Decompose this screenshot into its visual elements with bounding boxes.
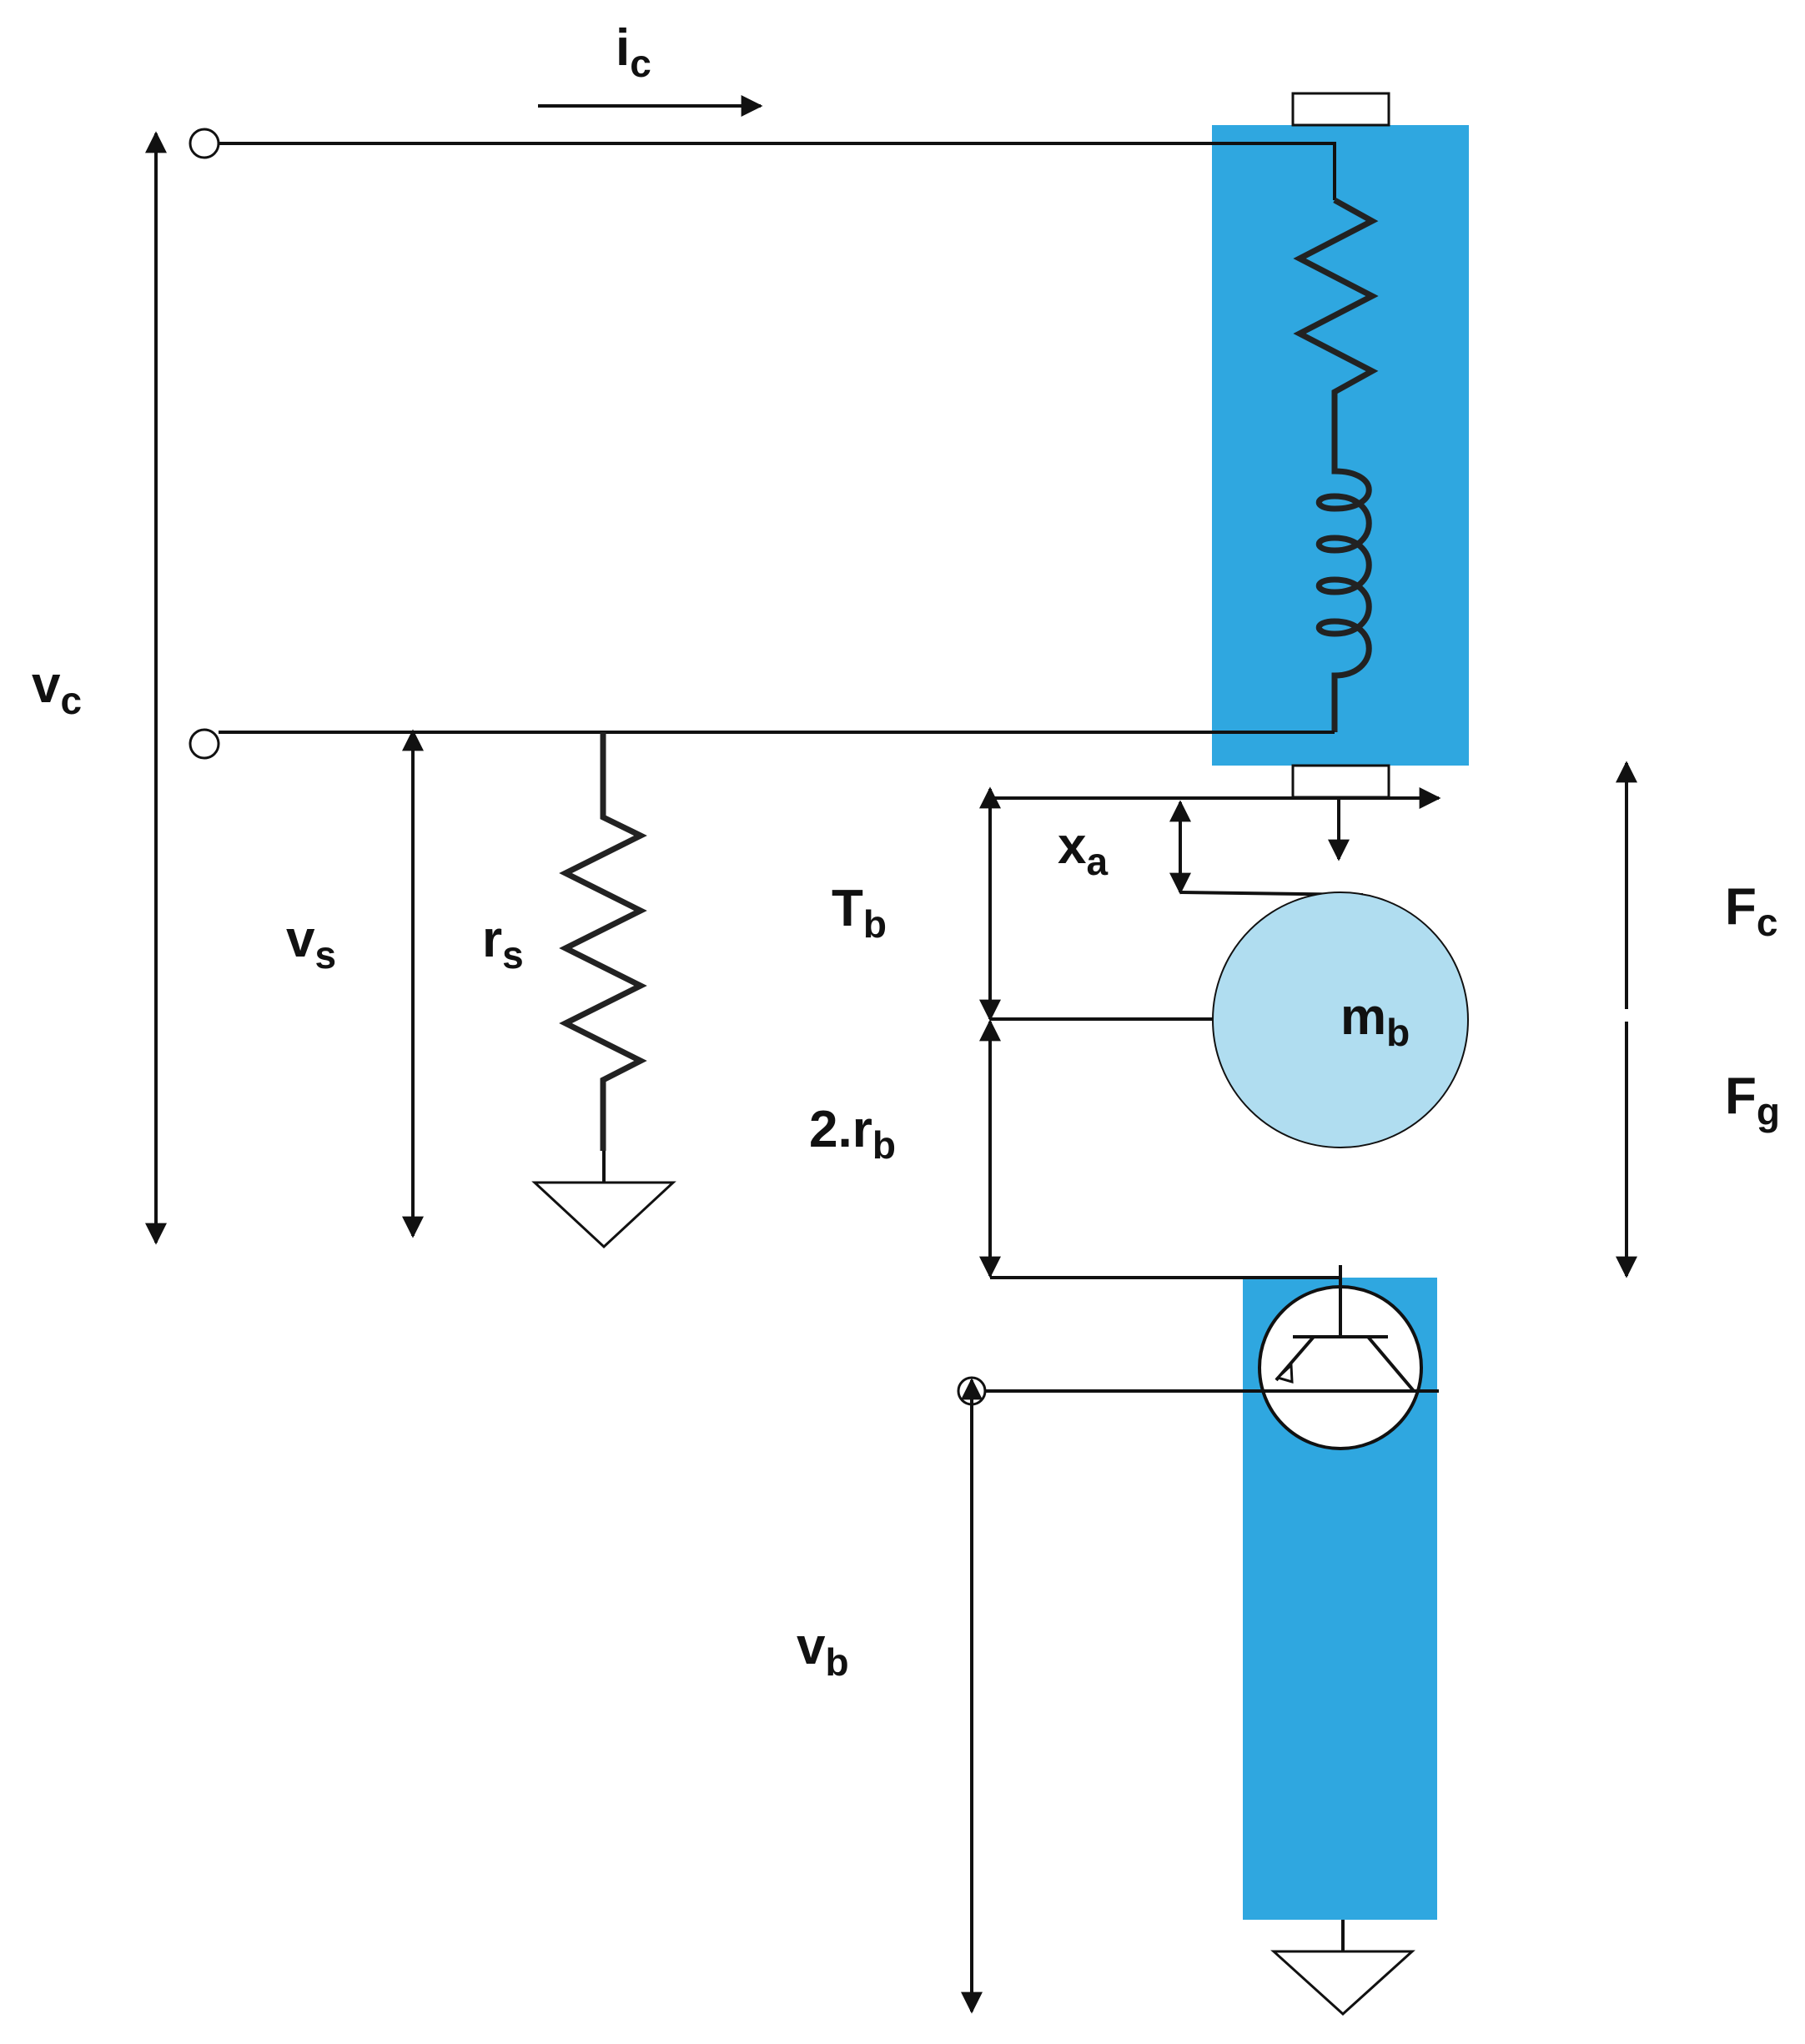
- ground-symbol-sensor: [1270, 1950, 1415, 2016]
- sense-resistor-rs: [559, 732, 647, 1151]
- mb-label: mb: [1340, 988, 1410, 1054]
- input-terminal-bottom: [189, 728, 220, 760]
- top-supply-wire: [219, 142, 1336, 200]
- fc-label: Fc: [1725, 878, 1777, 944]
- ground-symbol-rs: [531, 1181, 676, 1249]
- electromagnet-coil-block: [1212, 125, 1469, 766]
- ball-diameter-label: 2.rb: [809, 1101, 896, 1167]
- coil-inductor-lc: [1315, 425, 1372, 732]
- xa-label: xa: [1058, 817, 1108, 883]
- input-terminal-top: [189, 128, 220, 159]
- vb-label: vb: [797, 1618, 849, 1684]
- phototransistor-collector: [1366, 1335, 1415, 1393]
- ic-label: ic: [616, 19, 651, 85]
- coil-bottom-terminal: [1291, 764, 1390, 799]
- coil-resistor-rc: [1293, 197, 1379, 425]
- vc-label: vc: [32, 656, 82, 722]
- tb-label: Tb: [832, 880, 887, 946]
- coil-top-terminal: [1291, 92, 1390, 127]
- levitated-ball: [1212, 891, 1469, 1148]
- rs-label: rs: [482, 911, 524, 977]
- emitter-arrow-icon: [1275, 1362, 1294, 1384]
- vs-label: vs: [286, 911, 336, 977]
- fg-label: Fg: [1725, 1067, 1780, 1133]
